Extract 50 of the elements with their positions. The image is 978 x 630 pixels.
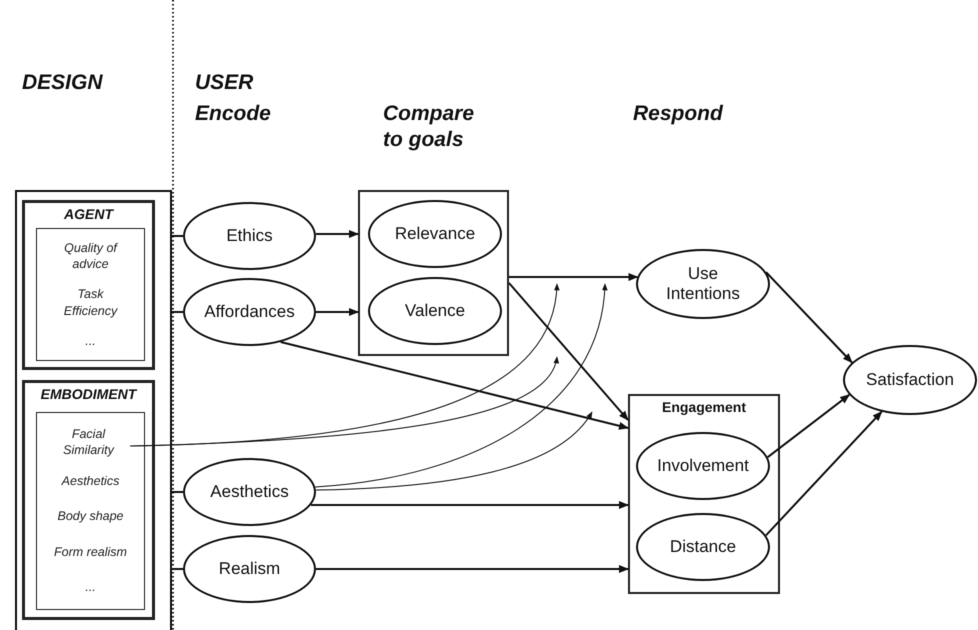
connector-line: [172, 568, 183, 570]
arrow: [316, 565, 629, 573]
list-item: Aesthetics: [62, 472, 120, 489]
node-label: Aesthetics: [209, 482, 290, 502]
list-item: ...: [85, 332, 96, 350]
arrow: [316, 308, 359, 316]
group-box: [358, 190, 509, 356]
node-label: Valence: [404, 300, 466, 322]
box-heading: Engagement: [662, 399, 746, 415]
box-heading: EMBODIMENT: [40, 386, 136, 402]
arrow: [280, 341, 629, 430]
attribute-list-box: [36, 228, 145, 361]
connector-line: [172, 311, 183, 313]
list-item: Quality of advice: [63, 240, 119, 272]
arrow: [509, 273, 638, 281]
column-heading: USER: [195, 70, 254, 96]
arrow: [315, 411, 592, 490]
connector-line: [172, 491, 183, 493]
arrow: [310, 501, 629, 509]
arrow: [765, 411, 882, 536]
arrow: [316, 230, 359, 238]
node-label: Satisfaction: [865, 370, 955, 390]
group-box: [628, 394, 780, 594]
list-item: Form realism: [54, 544, 127, 560]
arrow: [508, 282, 629, 421]
arrow: [314, 283, 608, 488]
column-heading: Respond: [633, 101, 723, 127]
group-box: [22, 200, 155, 370]
node-label: Ethics: [225, 226, 274, 246]
connector-line: [172, 235, 183, 237]
node-label: Distance: [668, 536, 738, 558]
arrow: [130, 356, 558, 446]
arrow: [765, 271, 853, 364]
group-box: [22, 380, 155, 620]
column-heading: Compare to goals: [383, 101, 476, 154]
node-label: Affordances: [203, 302, 296, 322]
column-heading: DESIGN: [22, 70, 103, 96]
node-label: Involvement: [656, 456, 750, 476]
list-item: Facial Similarity: [62, 426, 116, 458]
attribute-list-box: [36, 412, 145, 610]
box-heading: AGENT: [64, 206, 113, 222]
design-panel: [15, 190, 172, 630]
node-label: Relevance: [394, 224, 476, 244]
column-heading: Encode: [195, 101, 271, 127]
node-label: Use Intentions: [665, 264, 741, 304]
list-item: Task Efficiency: [62, 286, 119, 319]
arrow: [767, 394, 850, 458]
list-item: Body shape: [57, 508, 124, 524]
node-label: Realism: [218, 558, 282, 580]
list-item: ...: [85, 579, 96, 596]
